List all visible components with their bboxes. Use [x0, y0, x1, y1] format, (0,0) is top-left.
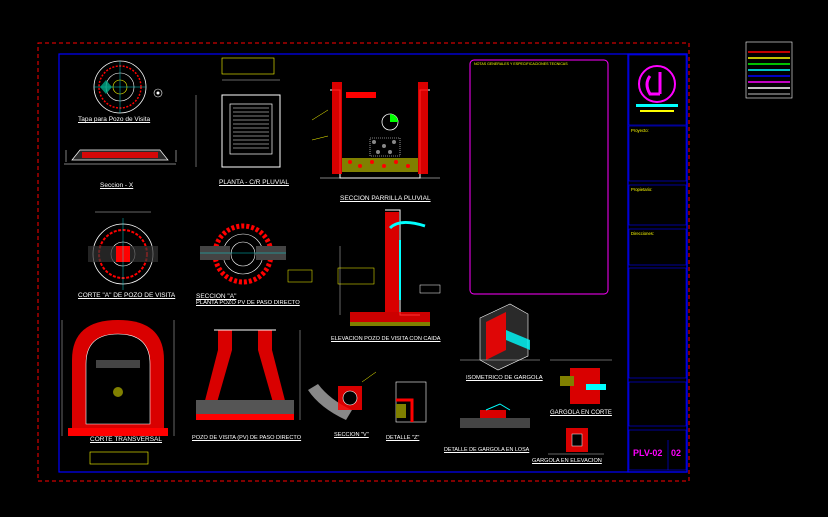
manhole-cover-plan	[93, 60, 163, 114]
label-propietario: Propietario:	[631, 187, 653, 192]
sheet-code: PLV-02	[633, 448, 663, 458]
section-x-drawing	[64, 149, 177, 165]
isometrico-drawing	[460, 303, 540, 371]
title-detalle-gargola: DETALLE DE GARGOLA EN LOSA	[444, 447, 530, 453]
gargola-elevacion-drawing	[548, 428, 604, 455]
title-corte-a: CORTE "A" DE POZO DE VISITA	[78, 292, 176, 299]
seccion-v-drawing	[308, 371, 377, 420]
title-seccion-parrilla: SECCION PARRILLA PLUVIAL	[340, 195, 431, 202]
title-block	[627, 53, 688, 473]
title-detalle-z: DETALLE "Z"	[386, 435, 420, 441]
label-direcciones: Direcciones:	[631, 231, 655, 236]
label-proyecto: Proyecto:	[631, 128, 649, 133]
detalle-gargola-drawing	[460, 403, 530, 428]
planta-rejilla-drawing	[195, 57, 281, 168]
notes-panel	[469, 59, 609, 295]
outer-frame	[37, 42, 690, 482]
notes-title: NOTAS GENERALES Y ESPECIFICACIONES TECNI…	[474, 62, 568, 66]
sheet-number: 02	[671, 448, 682, 458]
seccion-parrilla-drawing	[311, 82, 440, 179]
title-elevacion-pozo: ELEVACION POZO DE VISITA CON CAIDA	[331, 336, 441, 342]
title-gargola-corte: GARGOLA EN CORTE	[550, 410, 612, 416]
gargola-corte-drawing	[550, 359, 612, 404]
pozo-paso-drawing	[196, 329, 301, 420]
title-gargola-elevacion: GARGOLA EN ELEVACION	[532, 458, 602, 464]
layer-legend	[745, 41, 793, 99]
seccion-a-drawing	[200, 223, 313, 285]
corte-a-drawing	[88, 211, 158, 290]
title-isometrico: ISOMETRICO DE GARGOLA	[466, 375, 543, 381]
corte-transversal-drawing	[61, 320, 175, 436]
title-seccion-x: Seccion - X	[100, 182, 134, 189]
title-tapa: Tapa para Pozo de Visita	[78, 116, 151, 123]
elevacion-pozo-drawing	[337, 209, 441, 326]
scale-note-box	[89, 451, 149, 465]
title-seccion-a: SECCION "A"	[196, 293, 237, 300]
title-corte-transversal: CORTE TRANSVERSAL	[90, 436, 163, 443]
title-pozo-paso: POZO DE VISITA (PV) DE PASO DIRECTO	[192, 435, 302, 441]
title-planta-pozo: PLANTA POZO PV DE PASO DIRECTO	[196, 300, 300, 306]
title-planta-rejilla: PLANTA - C/R PLUVIAL	[219, 179, 289, 186]
detalle-z-drawing	[395, 381, 427, 423]
title-seccion-v: SECCION "V"	[334, 432, 369, 438]
